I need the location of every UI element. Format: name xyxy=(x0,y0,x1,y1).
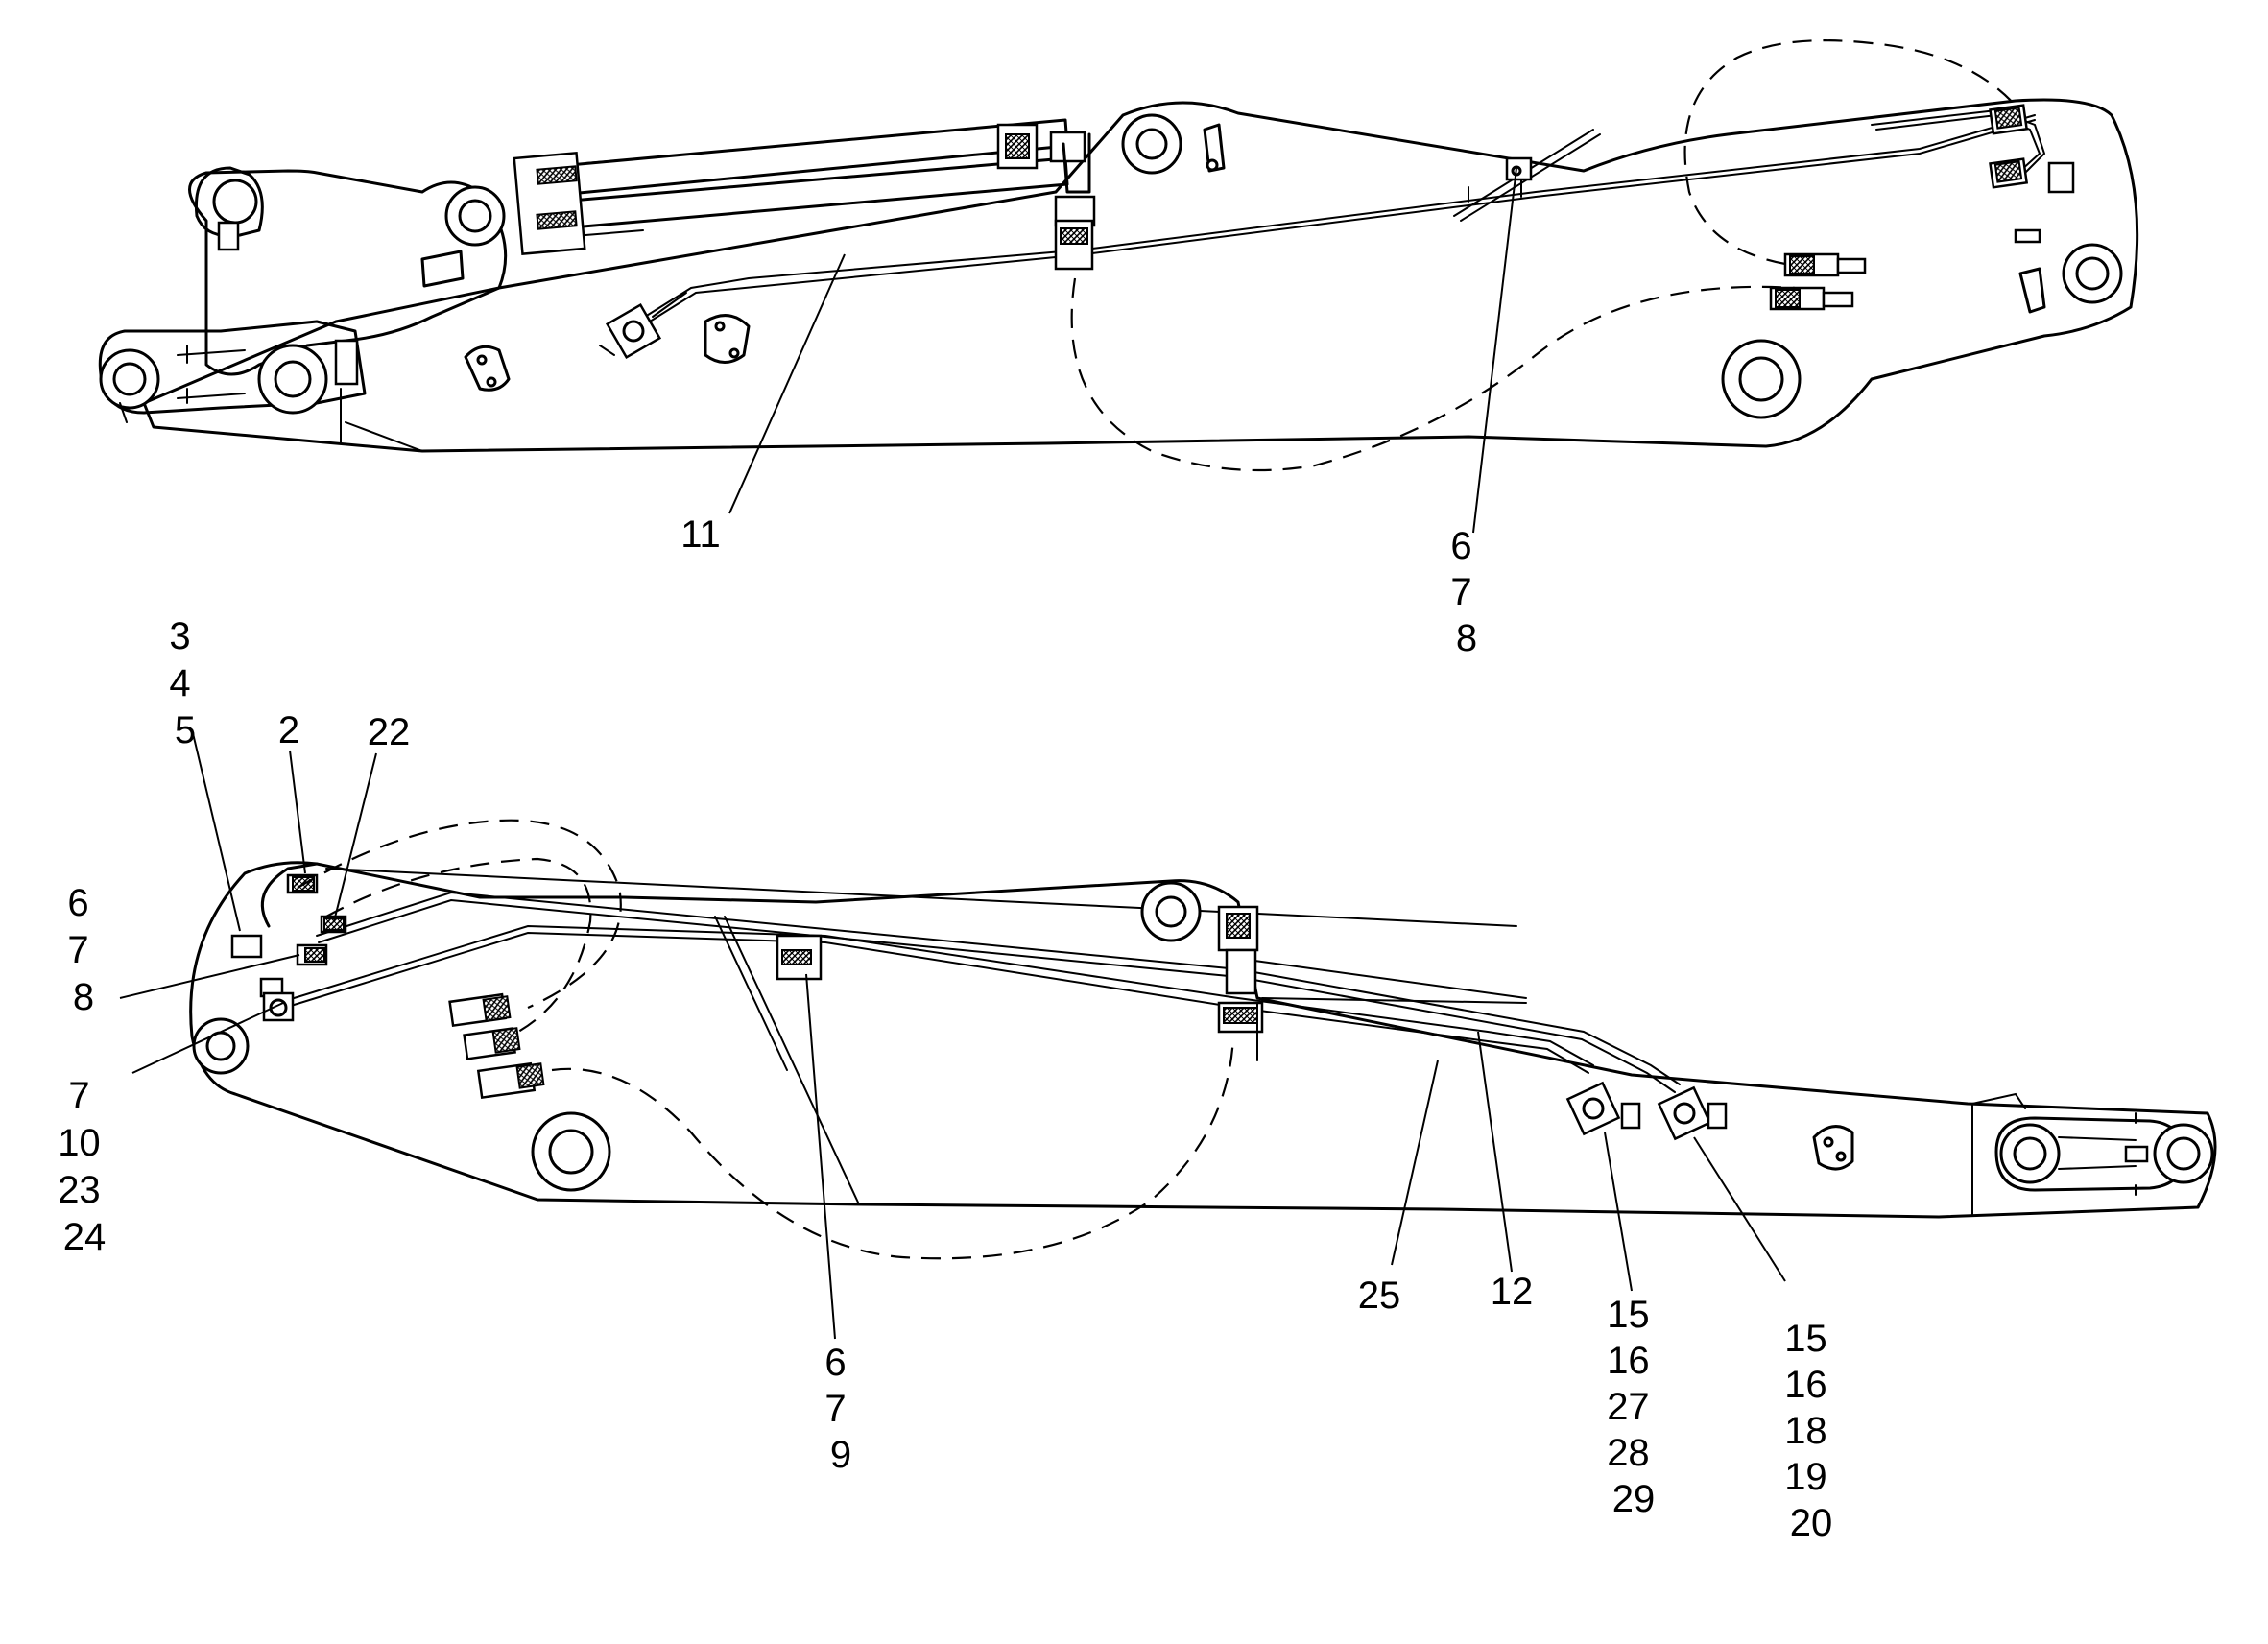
top-valve-block xyxy=(599,292,687,360)
leader-lines xyxy=(119,167,1786,1340)
bottom-hose-loop-inner xyxy=(325,857,592,1033)
callout-3-4-5: 3 4 5 xyxy=(169,615,201,751)
bottom-hose-loop-lower xyxy=(551,1036,1235,1260)
callout-7-10-23-24: 7 10 23 24 xyxy=(58,1075,111,1258)
callout-6-7-9: 6 7 9 xyxy=(824,1342,856,1476)
callout-22: 22 xyxy=(368,711,411,753)
top-center-fitting xyxy=(996,123,1096,271)
callout-2: 2 xyxy=(278,709,299,751)
callout-6-7-8-top: 6 7 8 xyxy=(1450,525,1482,659)
top-rear-fittings xyxy=(1505,104,2075,311)
top-hose-loop-left xyxy=(1070,277,1796,472)
bottom-clamps xyxy=(776,905,1264,1061)
callout-15-16-27-28-29: 15 16 27 28 29 xyxy=(1607,1294,1660,1520)
top-cylinder xyxy=(513,118,1069,255)
bottom-boom-view xyxy=(189,819,2217,1260)
bottom-valve-blocks xyxy=(1565,1081,1728,1141)
top-hose-loop-right xyxy=(1683,39,2017,266)
callout-15-16-18-19-20: 15 16 18 19 20 xyxy=(1784,1318,1838,1544)
callout-11: 11 xyxy=(680,513,721,556)
top-arm-body xyxy=(142,98,2139,453)
top-bucket-linkage xyxy=(98,166,508,423)
callout-25: 25 xyxy=(1358,1275,1401,1317)
bottom-boom-body xyxy=(189,861,2217,1219)
bottom-hose-loop-upper xyxy=(297,819,622,1010)
callout-6-7-8-bottom: 6 7 8 xyxy=(67,882,99,1018)
top-arm-view xyxy=(98,39,2139,472)
bottom-boom-tip xyxy=(1994,1112,2214,1196)
bottom-hydraulic-lines xyxy=(277,891,1681,1205)
bottom-left-fittings xyxy=(230,862,545,1100)
callout-labels: 11 6 7 8 3 4 5 2 22 6 7 8 7 10 23 24 xyxy=(58,513,1838,1544)
top-mount-plate xyxy=(464,345,511,392)
callout-12: 12 xyxy=(1491,1271,1534,1313)
